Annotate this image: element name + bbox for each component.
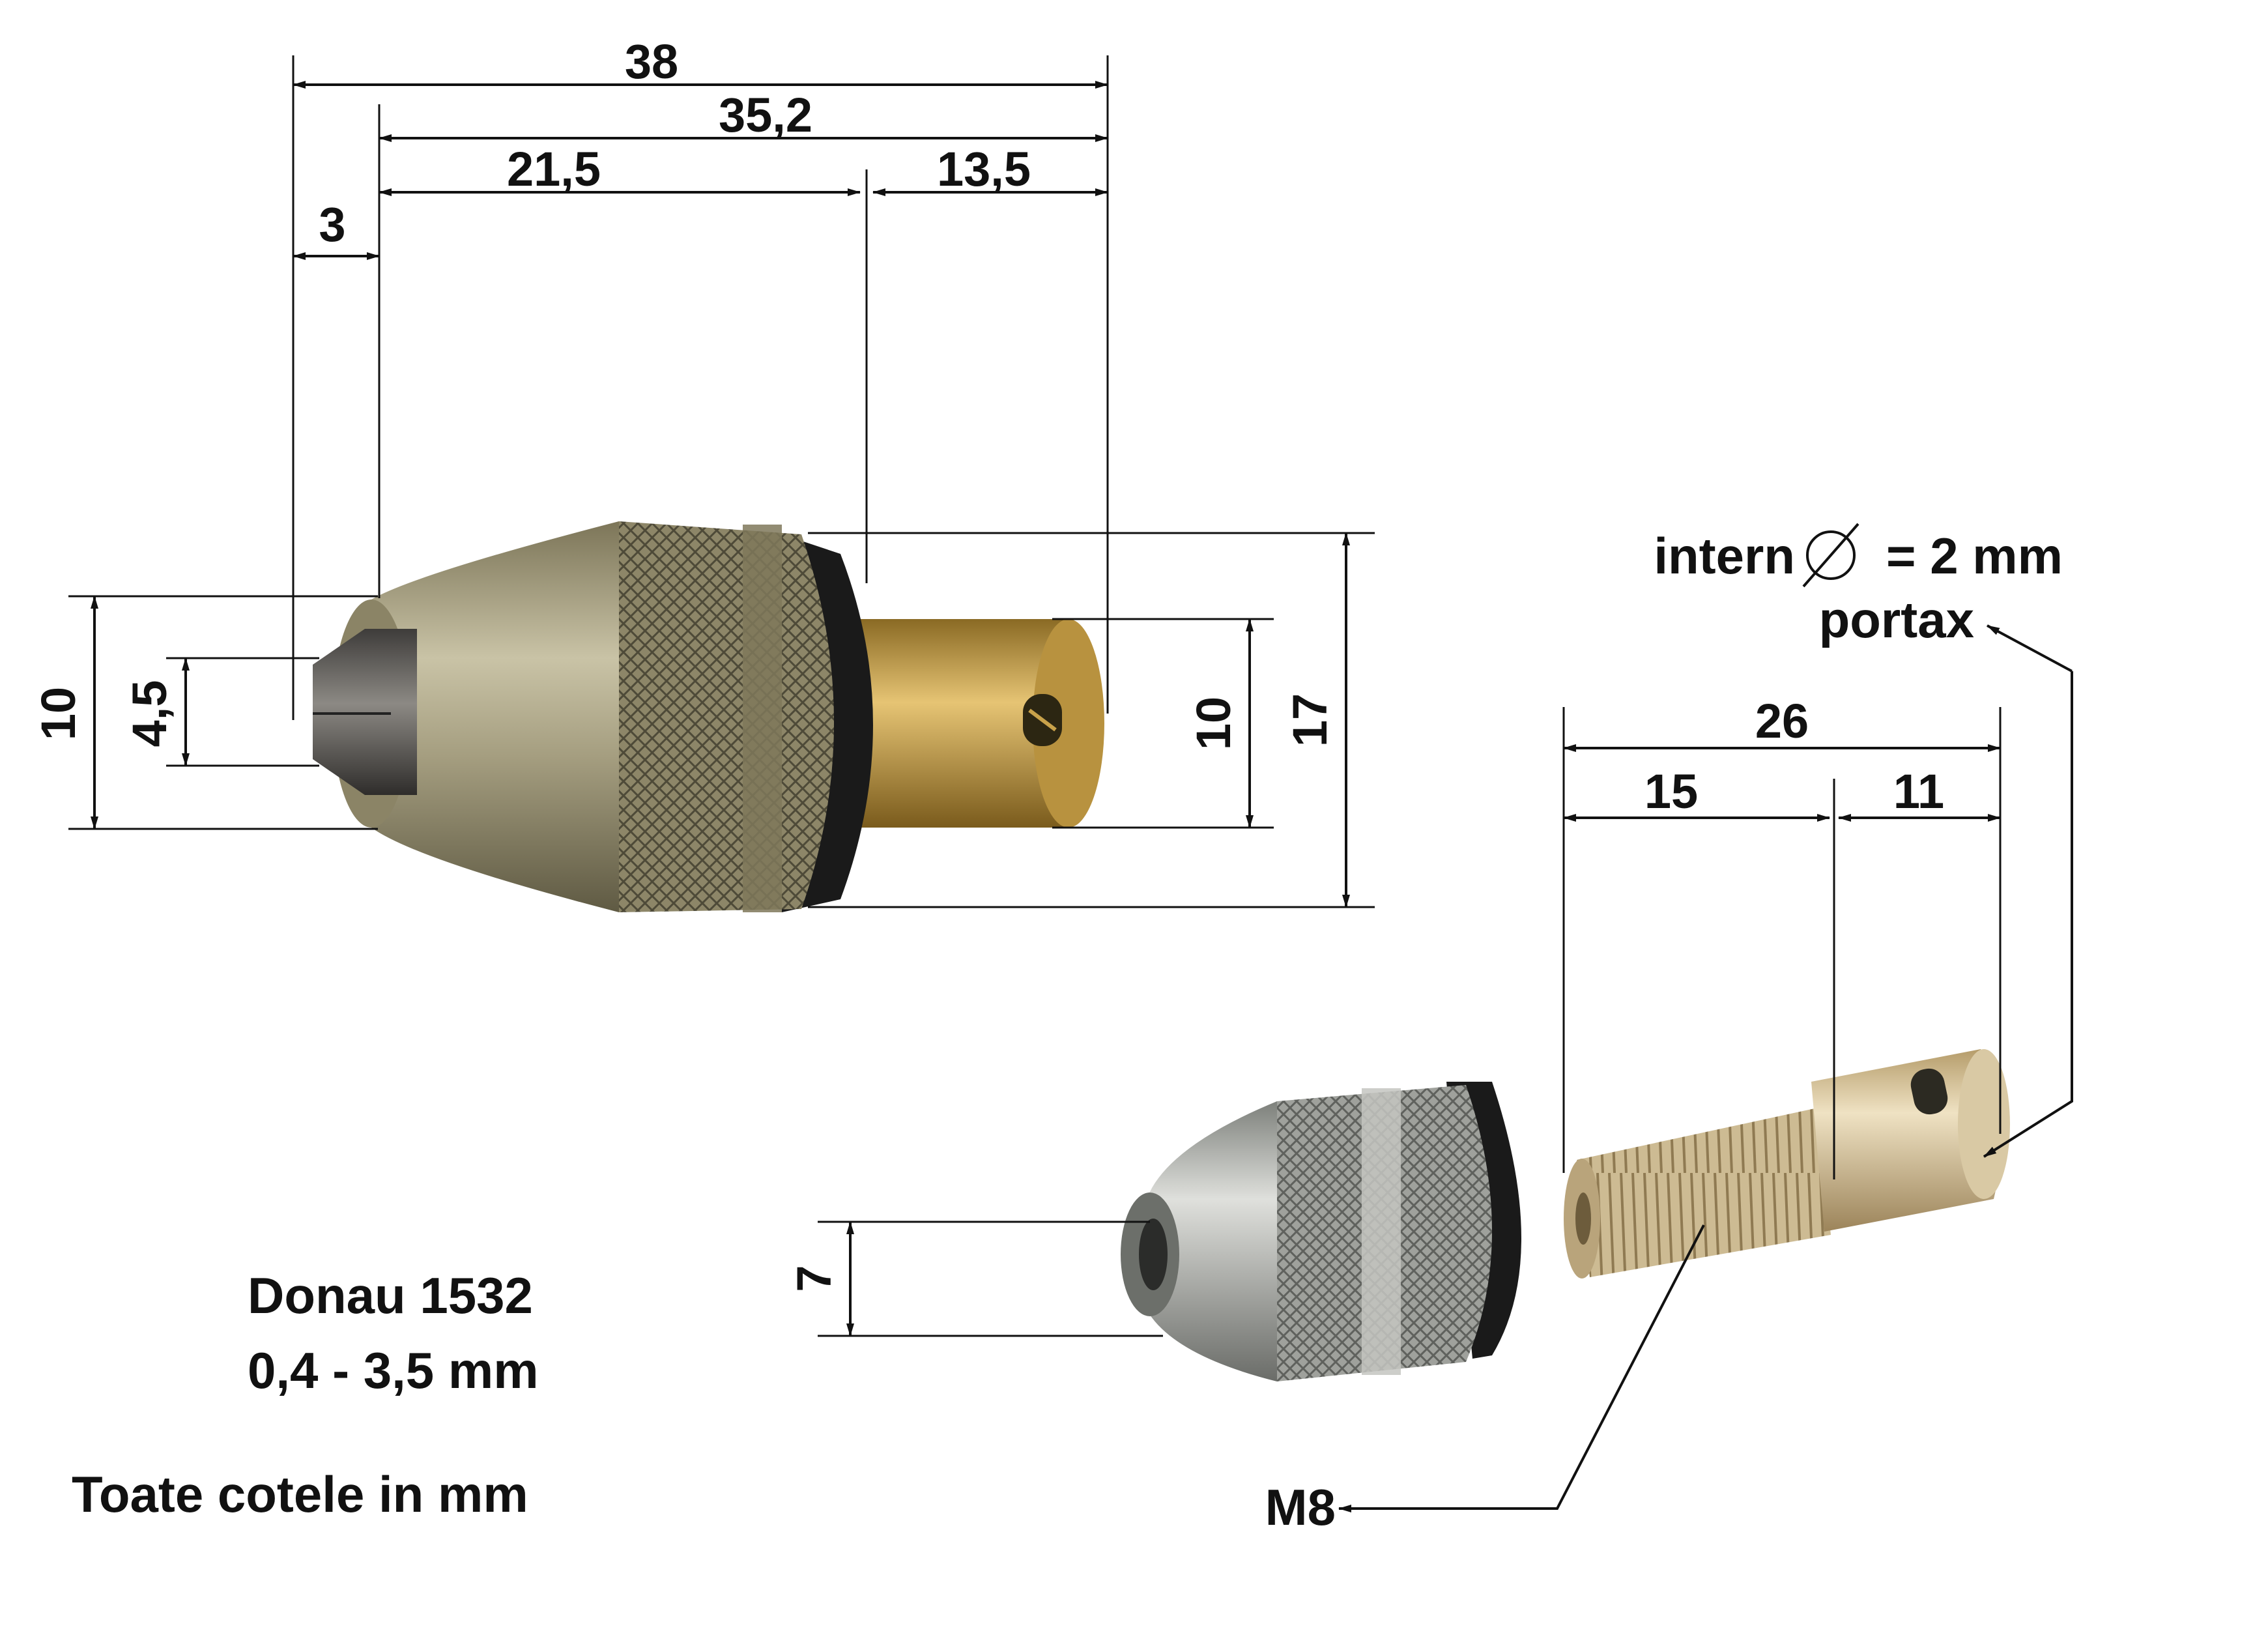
chuck-jaws — [313, 629, 417, 795]
shank-end-face — [1033, 619, 1104, 828]
knurled-sleeve — [619, 521, 834, 912]
notes: Donau 1532 0,4 - 3,5 mm Toate cotele in … — [72, 1267, 539, 1523]
adapter-thread — [1577, 1108, 1831, 1277]
nut-cone — [1147, 1101, 1277, 1381]
diameter-symbol — [1802, 523, 1859, 588]
label-10-right: 10 — [1186, 697, 1241, 750]
dimension-lines — [91, 81, 2001, 1337]
label-13-5: 13,5 — [937, 142, 1031, 196]
leader-m8 — [1338, 1224, 1705, 1512]
extension-lines — [68, 55, 2002, 1337]
leader-portax — [1983, 671, 2073, 1158]
label-3: 3 — [319, 197, 345, 252]
label-38: 38 — [625, 35, 678, 89]
cone-nose — [371, 521, 619, 912]
thread-label: M8 — [1265, 1479, 1336, 1536]
adapter-screw — [1910, 1068, 1948, 1115]
capacity-range: 0,4 - 3,5 mm — [248, 1342, 539, 1399]
arbor-label: portax — [1819, 591, 1974, 648]
label-17: 17 — [1283, 693, 1337, 747]
leader-lines — [1338, 624, 2073, 1512]
label-15: 15 — [1644, 764, 1698, 818]
bore-label: intern — [1654, 527, 1795, 585]
brass-shank — [847, 619, 1088, 828]
label-7: 7 — [787, 1265, 841, 1292]
collar-end — [1958, 1049, 2010, 1199]
chuck-assembly — [313, 521, 1104, 912]
label-21-5: 21,5 — [507, 142, 601, 196]
exploded-parts — [1121, 1049, 2010, 1381]
leader-portax-label — [1987, 624, 2073, 672]
label-35-2: 35,2 — [719, 88, 812, 142]
adapter-collar — [1811, 1049, 2002, 1232]
units-note: Toate cotele in mm — [72, 1466, 528, 1523]
annotations: intern = 2 mm portax M8 — [1265, 527, 2063, 1536]
label-11: 11 — [1893, 764, 1944, 818]
label-10-left: 10 — [31, 687, 85, 740]
label-4-5: 4,5 — [122, 680, 177, 747]
label-26: 26 — [1755, 694, 1809, 748]
dimension-labels: 38 35,2 21,5 13,5 3 10 4,5 10 17 26 15 1… — [31, 35, 1944, 1292]
model-name: Donau 1532 — [248, 1267, 533, 1324]
bore-value: = 2 mm — [1886, 527, 2063, 585]
